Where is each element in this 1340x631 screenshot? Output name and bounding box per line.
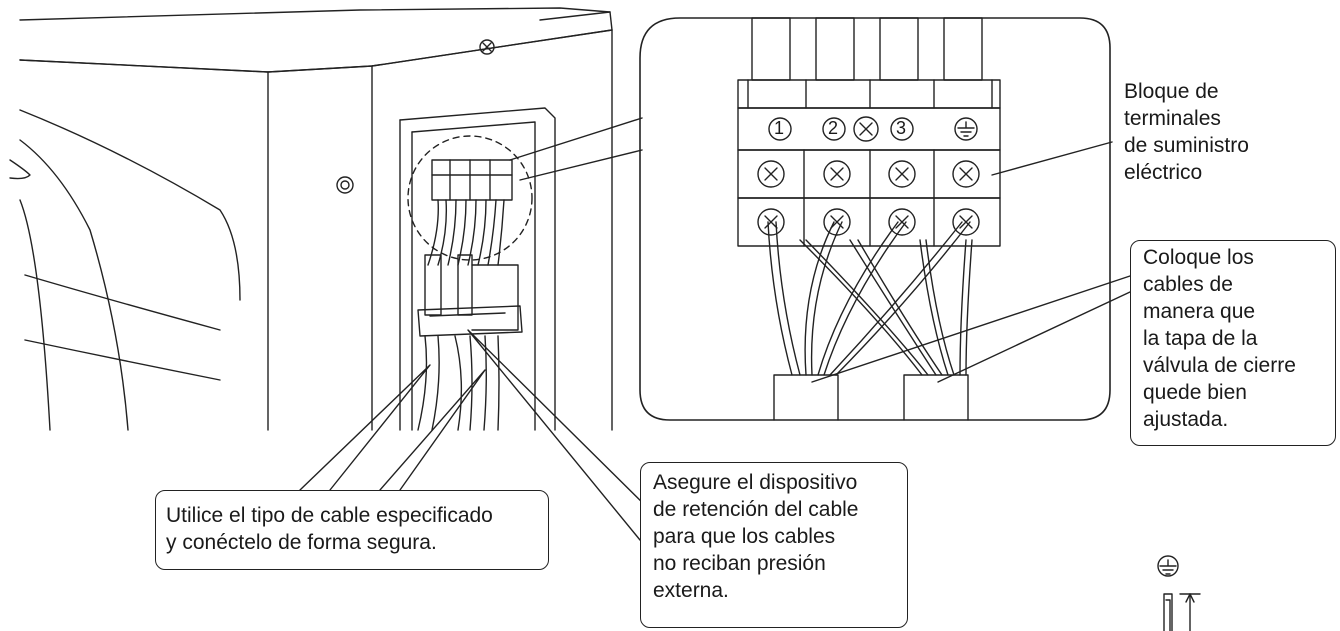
terminal-label-3: 3 <box>896 118 907 138</box>
leader-cable-1 <box>811 275 1131 383</box>
zoom-line-bottom <box>519 149 643 181</box>
callout-retention: Asegure el dispositivo de retención del … <box>640 462 908 628</box>
zoom-line-top <box>509 117 643 161</box>
leader-terminal-block <box>991 141 1113 176</box>
leader-retention <box>467 329 661 541</box>
ground-wire-detail <box>1157 555 1201 631</box>
outdoor-unit <box>9 7 613 431</box>
terminal-block-label: Bloque de terminales de suministro eléct… <box>1124 80 1249 184</box>
callout-cable-arrangement: Coloque los cables de manera que la tapa… <box>1130 240 1336 446</box>
leader-cable-2 <box>937 291 1131 383</box>
small-terminal-block <box>407 135 533 431</box>
terminal-label-2: 2 <box>828 118 839 138</box>
callout-cable-type: Utilice el tipo de cable especificado y … <box>155 490 549 570</box>
magnified-panel <box>639 17 1111 421</box>
leader-cable-type-a <box>299 364 431 491</box>
terminal-label-1: 1 <box>774 118 785 138</box>
leader-cable-type-b <box>379 369 486 491</box>
